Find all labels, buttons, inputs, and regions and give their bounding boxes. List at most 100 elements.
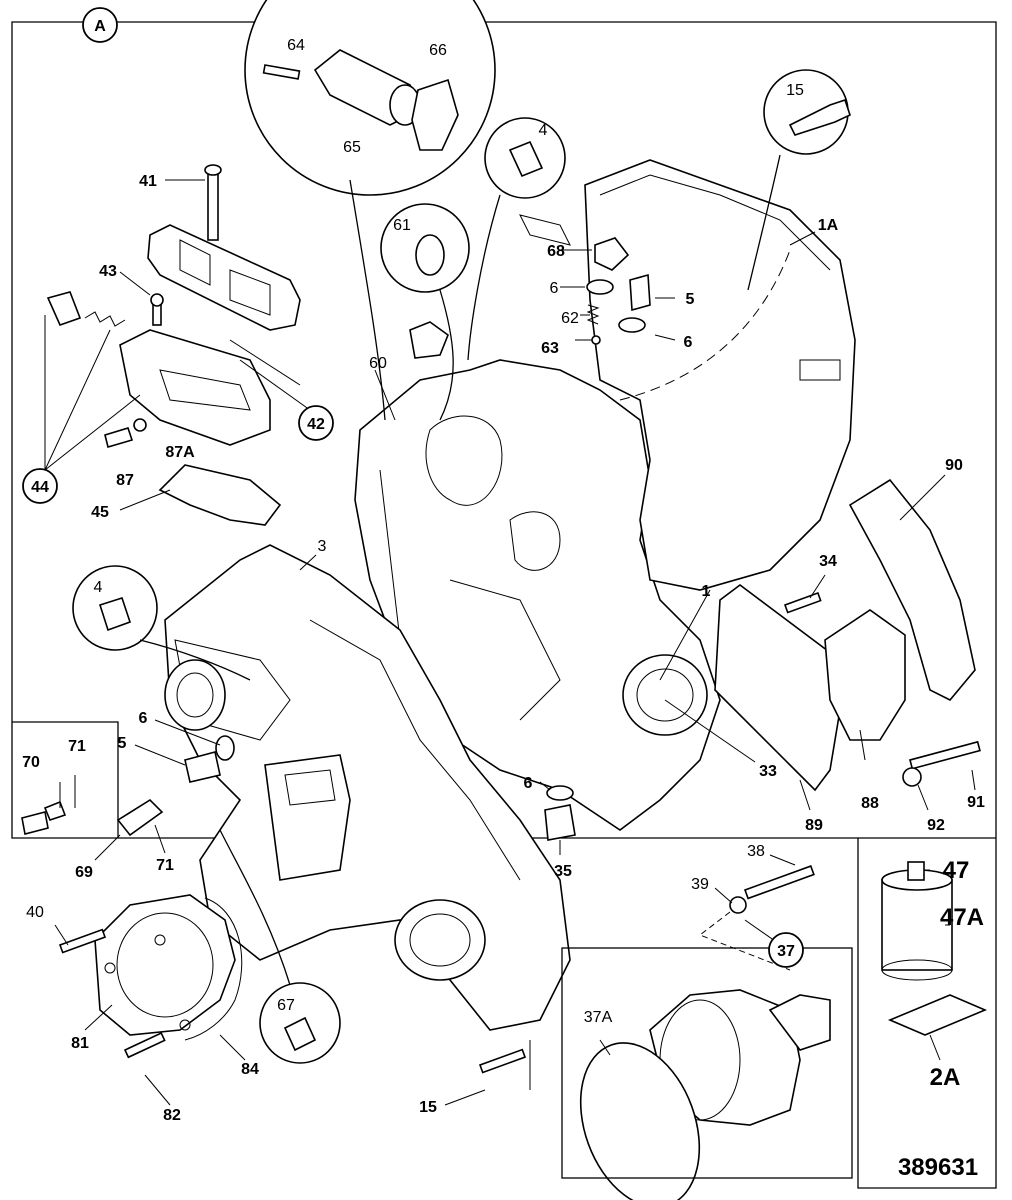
label-62: 62: [561, 310, 579, 327]
fitting-5-upper: [629, 273, 651, 312]
label-1: 1: [702, 583, 711, 600]
bolt-40: [58, 928, 107, 954]
label-38: 38: [747, 843, 765, 860]
gasket-84: [184, 897, 243, 1041]
plug-4-lower: [98, 596, 132, 632]
label-71-a: 71: [68, 738, 86, 755]
plug-4-upper: [508, 140, 544, 178]
label-66: 66: [429, 42, 447, 59]
label-71-b: 71: [156, 857, 174, 874]
label-64: 64: [287, 37, 305, 54]
bolt-64: [262, 64, 301, 80]
label-41: 41: [139, 173, 157, 190]
label-47a: 47A: [940, 904, 984, 931]
label-4-lower: 4: [94, 579, 103, 596]
callout-37: 37: [768, 932, 804, 968]
washer-6-right: [618, 317, 646, 333]
label-34: 34: [819, 553, 837, 570]
view-marker-a: A: [82, 7, 118, 43]
label-1a: 1A: [818, 217, 839, 234]
label-88: 88: [861, 795, 879, 812]
plug-60: [409, 321, 449, 359]
label-6-d: 6: [524, 775, 533, 792]
label-2a: 2A: [930, 1064, 961, 1091]
valve-block-44: [119, 329, 271, 446]
plug-44-spring: [46, 291, 126, 327]
bolt-34: [783, 592, 822, 614]
solenoid-valve: [147, 224, 301, 331]
label-82: 82: [163, 1107, 181, 1124]
label-90: 90: [945, 457, 963, 474]
callout-42: 42: [298, 405, 334, 441]
label-61: 61: [393, 217, 411, 234]
label-4-upper: 4: [539, 122, 548, 139]
label-92: 92: [927, 817, 945, 834]
diagram-frame: [11, 21, 997, 1189]
bolt-91: [909, 740, 981, 770]
label-15-lower: 15: [419, 1099, 437, 1116]
label-91: 91: [967, 794, 985, 811]
label-87: 87: [116, 472, 134, 489]
label-6-c: 6: [139, 710, 148, 727]
label-63: 63: [541, 340, 559, 357]
pump-81: [94, 894, 236, 1036]
bell-housing-1a: [519, 159, 856, 591]
bracket-89: [714, 584, 846, 792]
label-70: 70: [22, 754, 40, 771]
heat-shield-90: [848, 478, 976, 701]
label-68: 68: [547, 243, 565, 260]
washer-6-upper: [586, 279, 614, 295]
washer-87a: [133, 418, 147, 432]
pto-assembly-37: [579, 989, 831, 1200]
o-ring-61: [415, 234, 445, 276]
plug-35: [544, 804, 576, 841]
callout-44: 44: [22, 468, 58, 504]
sensor-69: [116, 798, 164, 837]
front-cover-3: [164, 544, 571, 1031]
label-6-a: 6: [550, 280, 559, 297]
svg-text:A: A: [94, 18, 106, 35]
label-89: 89: [805, 817, 823, 834]
washer-6-lower: [546, 785, 574, 801]
label-35: 35: [554, 863, 572, 880]
spring-62: [586, 304, 600, 325]
bolt-38: [743, 865, 815, 900]
strainer-2a: [887, 994, 988, 1036]
label-15-upper: 15: [786, 82, 804, 99]
o-ring-37a: [579, 1042, 701, 1200]
label-5-upper: 5: [686, 291, 695, 308]
gasket-66: [411, 78, 459, 151]
label-65: 65: [343, 139, 361, 156]
filter-47a: [881, 861, 953, 981]
label-6-b: 6: [684, 334, 693, 351]
label-39: 39: [691, 876, 709, 893]
washer-39: [729, 896, 747, 914]
svg-text:42: 42: [307, 416, 325, 433]
fitting-87: [104, 427, 134, 449]
label-69: 69: [75, 864, 93, 881]
bolt-15-lower: [478, 1048, 527, 1074]
label-43: 43: [99, 263, 117, 280]
label-40: 40: [26, 904, 44, 921]
label-3: 3: [318, 538, 327, 555]
label-47: 47: [943, 857, 970, 884]
svg-text:37: 37: [777, 943, 795, 960]
label-84: 84: [241, 1061, 259, 1078]
plug-67: [283, 1016, 317, 1052]
bolt-41: [204, 164, 222, 241]
gasket-45: [158, 464, 282, 526]
plug-68: [594, 237, 630, 271]
label-87a: 87A: [165, 444, 195, 461]
label-45: 45: [91, 504, 109, 521]
bolt-82: [123, 1032, 166, 1059]
drawing-number: 389631: [898, 1154, 978, 1181]
pto-inset-box: [561, 947, 853, 1179]
ball-63: [591, 335, 601, 345]
bolt-15-upper: [788, 98, 851, 136]
label-60: 60: [369, 355, 387, 372]
svg-text:44: 44: [31, 479, 49, 496]
label-37a: 37A: [584, 1009, 613, 1026]
mount-88: [824, 609, 906, 741]
bolt-43: [150, 293, 164, 326]
